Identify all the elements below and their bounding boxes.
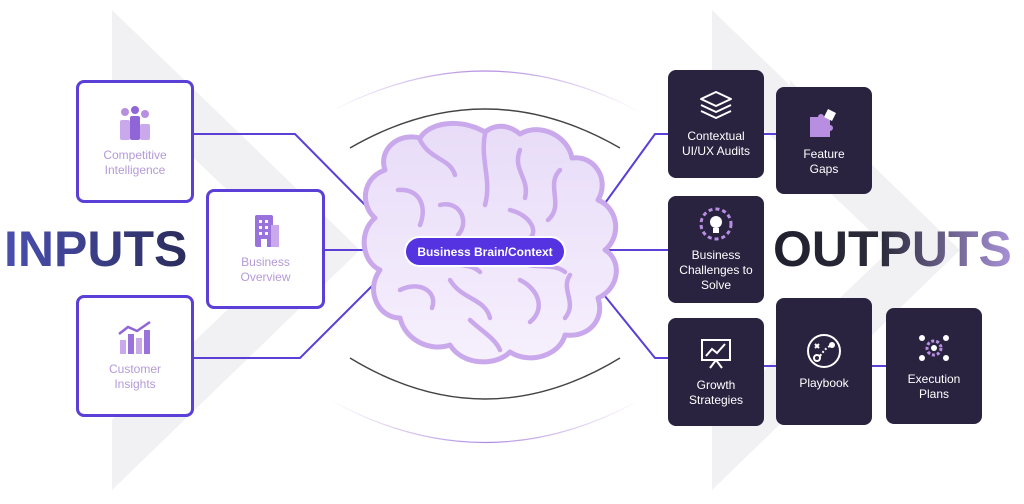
gear-cycle-icon	[919, 335, 949, 361]
output-label-playbook: Playbook	[799, 376, 849, 390]
play-diagram-icon	[807, 334, 841, 368]
input-card-competitive: Competitive Intelligence	[76, 80, 194, 203]
input-label-competitive: Competitive Intelligence	[103, 147, 167, 177]
output-card-audits: Contextual UI/UX Audits	[668, 70, 764, 178]
input-card-customer: Customer Insights	[76, 295, 194, 417]
output-label-growth: Growth Strategies	[688, 378, 744, 407]
outputs-title: OUTPUTS	[773, 221, 1012, 277]
puzzle-icon	[810, 108, 836, 137]
output-label-audits: Contextual UI/UX Audits	[681, 129, 751, 158]
building-icon	[254, 215, 279, 247]
growth-chart-icon	[118, 320, 151, 354]
output-card-challenges: Business Challenges to Solve	[668, 196, 764, 303]
output-card-execution: Execution Plans	[886, 308, 982, 424]
input-label-overview: Business Overview	[240, 255, 291, 284]
people-bar-icon	[120, 105, 150, 140]
input-card-overview: Business Overview	[206, 189, 325, 309]
output-card-gaps: Feature Gaps	[776, 87, 872, 194]
business-brain-pill: Business Brain/Context	[406, 238, 564, 265]
output-label-challenges: Business Challenges to Solve	[679, 248, 753, 292]
brain-arcs	[329, 70, 641, 443]
output-card-playbook: Playbook	[776, 298, 872, 425]
output-label-execution: Execution Plans	[907, 372, 961, 401]
output-card-growth: Growth Strategies	[668, 318, 764, 426]
input-label-customer: Customer Insights	[108, 362, 161, 391]
layers-icon	[700, 91, 732, 119]
inputs-title: INPUTS	[4, 221, 188, 277]
presentation-icon	[701, 339, 731, 369]
bulb-gear-icon	[699, 207, 733, 241]
output-label-gaps: Feature Gaps	[803, 146, 845, 176]
